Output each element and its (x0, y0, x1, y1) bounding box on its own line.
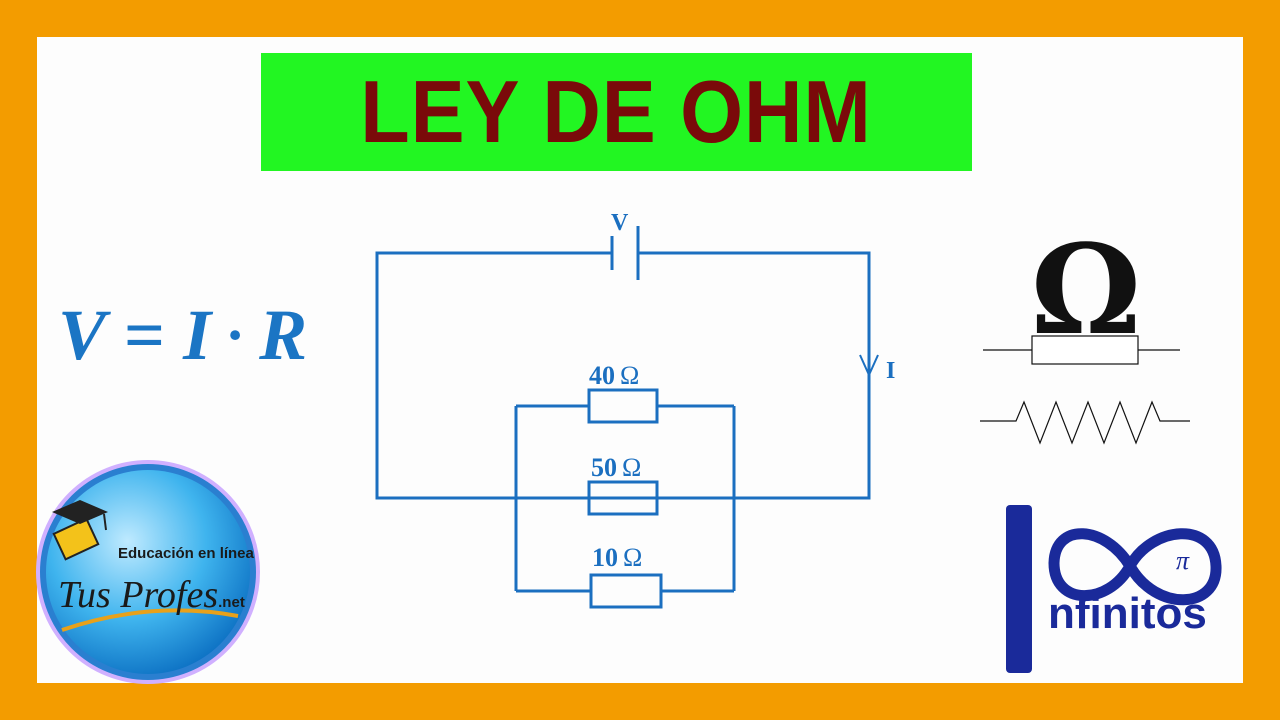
resistor-unit-10: Ω (623, 543, 642, 572)
tusprofes-suffix: .net (218, 594, 245, 611)
resistor-value-10: 10 (592, 543, 618, 572)
infinitos-bar (1006, 505, 1032, 673)
resistor-unit-40: Ω (620, 361, 639, 390)
current-arrow (859, 354, 879, 378)
infinitos-word: nfinitos (1048, 589, 1207, 638)
current-label: I (886, 358, 895, 384)
formula-i: I (183, 294, 212, 375)
title-banner: LEY DE OHM (261, 53, 972, 171)
resistor-unit-50: Ω (622, 453, 641, 482)
tusprofes-tagline: Educación en línea (118, 545, 254, 562)
formula-v: V (58, 294, 107, 375)
page-title: LEY DE OHM (360, 62, 873, 161)
pi-symbol: π (1176, 546, 1190, 575)
zigzag-resistor (980, 400, 1190, 445)
infinity-icon (1048, 528, 1222, 606)
tusprofes-brand-name: Tus Profes (58, 574, 219, 616)
outer-wire (375, 251, 871, 500)
tusprofes-badge-inner (46, 470, 250, 674)
graduation-cap-icon (52, 500, 108, 561)
tusprofes-swoosh (61, 608, 239, 632)
formula-equals: = (124, 294, 166, 375)
formula-r: R (259, 294, 308, 375)
resistor-50 (587, 480, 659, 516)
source-label: V (611, 210, 629, 236)
ohm-formula: V = I · R (58, 290, 358, 380)
resistor-value-40: 40 (589, 361, 615, 390)
formula-dot: · (225, 301, 246, 368)
tusprofes-brand: Tus Profes.net (58, 576, 245, 614)
resistor-value-50: 50 (591, 453, 617, 482)
